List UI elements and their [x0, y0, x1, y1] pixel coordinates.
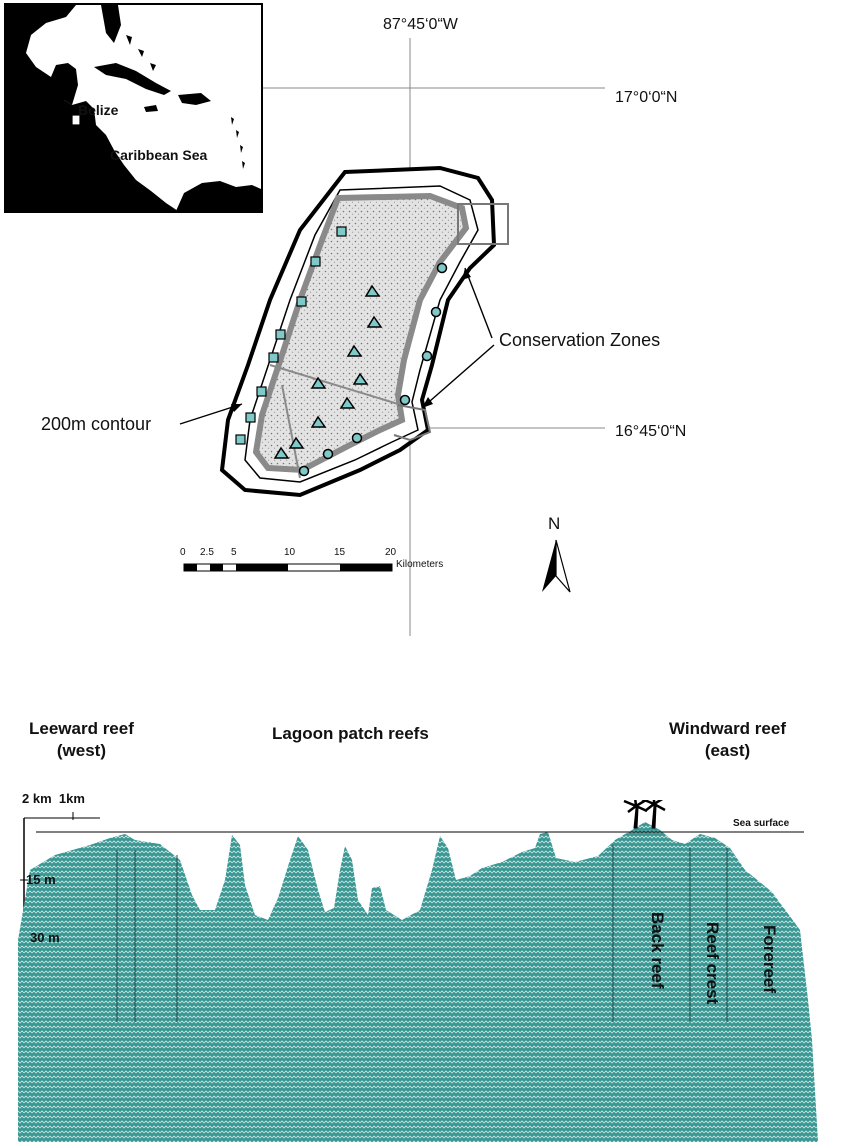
scale-tick-5: 5	[231, 547, 237, 558]
inset-south-america	[176, 181, 261, 211]
square-marker	[256, 386, 267, 397]
inset-bahamas	[126, 35, 156, 71]
contour-label: 200m contour	[41, 414, 152, 434]
circle-marker	[421, 350, 433, 362]
forereef-label: Forereef	[760, 925, 779, 994]
zone-division-line	[281, 384, 301, 479]
circle-marker	[399, 394, 411, 406]
square-marker	[245, 412, 256, 423]
inset-lesser-antilles	[231, 117, 245, 169]
lagoon-site-markers	[273, 284, 383, 459]
scale-unit-label: Kilometers	[396, 559, 444, 570]
circle-marker	[298, 465, 310, 477]
inset-hispaniola	[178, 93, 211, 105]
reef-crest-label: Reef crest	[703, 922, 722, 1005]
conservation-zone-box	[457, 203, 509, 245]
back-reef-label: Back reef	[648, 912, 667, 989]
windward-title: Windward reef (east)	[669, 718, 786, 762]
triangle-marker	[352, 372, 369, 385]
inset-cuba	[94, 63, 171, 95]
inset-belize-box	[71, 114, 81, 126]
leeward-title-line1: Leeward reef	[29, 719, 134, 738]
lagoon-title: Lagoon patch reefs	[272, 724, 429, 743]
inset-yucatan	[51, 63, 78, 105]
windward-site-markers	[298, 262, 448, 477]
square-marker	[310, 256, 321, 267]
square-marker	[275, 329, 286, 340]
leeward-site-markers	[235, 226, 347, 445]
triangle-marker	[310, 376, 327, 389]
circle-marker	[351, 432, 363, 444]
contour-arrow	[179, 403, 243, 425]
scale-tick-2-5: 2.5	[200, 547, 214, 558]
atoll-lagoon	[252, 192, 470, 474]
scale-tick-0: 0	[180, 547, 186, 558]
inset-belize-label: Belize	[78, 102, 119, 118]
square-marker	[235, 434, 246, 445]
inset-florida	[101, 5, 121, 43]
inset-caribbean-label: Caribbean Sea	[110, 147, 208, 163]
circle-marker	[430, 306, 442, 318]
square-marker	[268, 352, 279, 363]
palm-tree-icon	[623, 800, 666, 829]
scale-tick-10: 10	[284, 547, 296, 558]
circle-marker	[322, 448, 334, 460]
atoll-map	[179, 38, 605, 636]
scale-tick-15: 15	[334, 547, 346, 558]
sea-surface-label: Sea surface	[733, 818, 790, 829]
inset-locator-map: Belize Caribbean Sea	[4, 3, 263, 213]
triangle-marker	[364, 284, 381, 297]
depth-30-label: 30 m	[30, 930, 60, 945]
square-marker	[296, 296, 307, 307]
depth-15-label: 15 m	[26, 872, 56, 887]
triangle-marker	[310, 415, 327, 428]
north-arrow-icon	[542, 539, 571, 593]
conservation-zones-label: Conservation Zones	[499, 330, 661, 350]
reef-profile-shape	[18, 822, 818, 1142]
reef-profile	[18, 800, 818, 1142]
inset-mainland	[6, 5, 178, 211]
windward-title-line2: (east)	[704, 741, 751, 760]
scale-bar	[183, 563, 393, 572]
inset-jamaica	[144, 105, 158, 112]
leeward-title: Leeward reef (west)	[29, 718, 134, 762]
triangle-marker	[366, 315, 383, 328]
triangle-marker	[346, 344, 363, 357]
zone-division-line	[269, 364, 399, 405]
square-marker	[336, 226, 347, 237]
arrowhead	[462, 268, 471, 280]
triangle-marker	[288, 436, 305, 449]
windward-title-line1: Windward reef	[669, 719, 786, 738]
longitude-label: 87°45‘0“W	[383, 16, 458, 33]
conservation-arrow-1	[464, 267, 493, 339]
triangle-marker	[339, 396, 356, 409]
leeward-title-line2: (west)	[56, 741, 106, 760]
north-label: N	[548, 514, 561, 533]
circle-marker	[436, 262, 448, 274]
latitude-north-label: 17°0‘0“N	[615, 89, 678, 106]
conservation-zone-south	[393, 404, 432, 442]
triangle-marker	[273, 446, 290, 459]
scale-tick-20: 20	[385, 547, 397, 558]
inset-map-svg	[6, 5, 261, 211]
arrowhead	[422, 397, 433, 408]
latitude-south-label: 16°45‘0“N	[615, 423, 687, 440]
distance-scale-label: 2 km 1km	[22, 791, 85, 806]
conservation-arrow-2	[421, 344, 495, 409]
arrowhead	[231, 404, 242, 412]
